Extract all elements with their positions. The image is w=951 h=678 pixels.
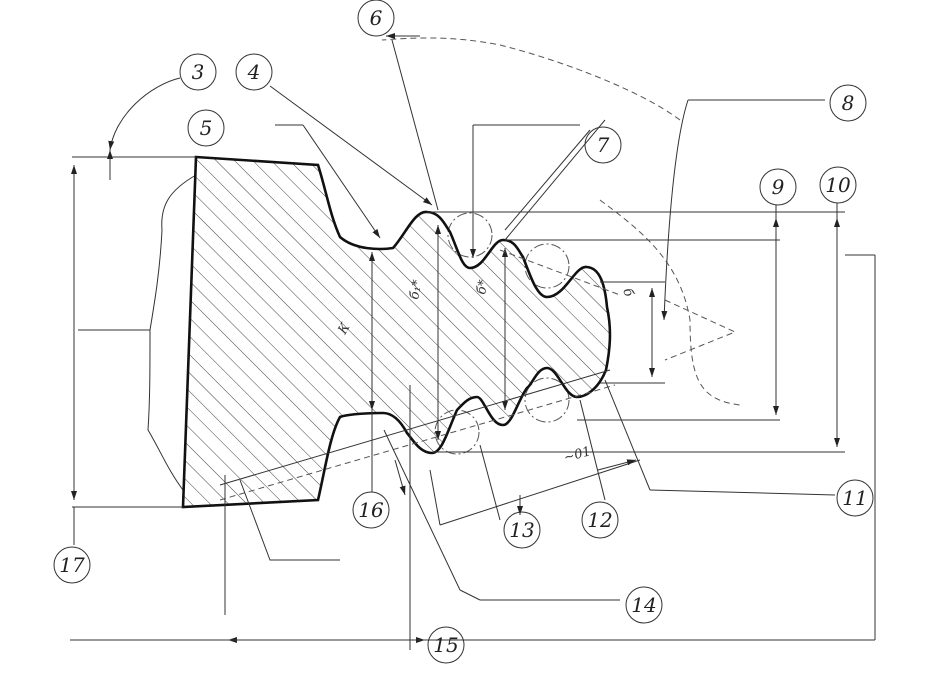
callout-circle	[427, 626, 465, 664]
callout-4: 4	[235, 53, 273, 91]
dimension-lines	[70, 33, 876, 650]
callout-number: 10	[825, 173, 851, 197]
callout-11: 11	[836, 479, 874, 517]
callout-number: 15	[433, 633, 458, 657]
callout-13: 13	[503, 511, 541, 549]
callout-number: 16	[358, 498, 384, 522]
callout-circle	[581, 501, 619, 539]
callout-10: 10	[819, 166, 857, 204]
callout-number: 6	[370, 6, 383, 30]
callout-circle	[352, 491, 390, 529]
callout-circle	[836, 479, 874, 517]
callout-8: 8	[829, 84, 867, 122]
dimension-marks: б₁* б* б К ~01	[335, 278, 636, 466]
callout-number: 9	[772, 175, 785, 199]
callout-number: 8	[842, 91, 855, 115]
callouts: 3 4 5 6 7 8 9 10 11 12 13 14 15 16 17	[53, 0, 874, 664]
callout-14: 14	[625, 586, 663, 624]
callout-number: 17	[59, 553, 85, 577]
mark-b: б*	[474, 278, 491, 295]
callout-circle	[625, 586, 663, 624]
callout-7: 7	[584, 126, 622, 164]
callout-circle	[503, 511, 541, 549]
callout-circle	[759, 168, 797, 206]
callout-circle	[357, 0, 395, 37]
callout-5: 5	[187, 109, 225, 147]
callout-17: 17	[53, 546, 91, 584]
callout-circle	[235, 53, 273, 91]
callout-12: 12	[581, 501, 619, 539]
callout-number: 14	[631, 593, 656, 617]
callout-number: 12	[587, 508, 612, 532]
callout-circle	[53, 546, 91, 584]
callout-circle	[179, 53, 217, 91]
callout-circle	[829, 84, 867, 122]
callout-15: 15	[427, 626, 465, 664]
callout-circle	[187, 109, 225, 147]
callout-number: 3	[192, 60, 205, 84]
callout-6: 6	[357, 0, 395, 37]
mark-b-right: б	[619, 286, 636, 299]
callout-3: 3	[179, 53, 217, 91]
part-profile	[181, 155, 612, 509]
callout-number: 5	[200, 116, 213, 140]
callout-number: 7	[597, 133, 610, 157]
callout-circle	[584, 126, 622, 164]
mark-01: ~01	[562, 444, 592, 466]
callout-16: 16	[352, 491, 390, 529]
callout-number: 11	[842, 486, 867, 510]
callout-9: 9	[759, 168, 797, 206]
mark-b1: б₁*	[407, 278, 425, 300]
callout-circle	[819, 166, 857, 204]
callout-number: 13	[509, 518, 534, 542]
callout-number: 4	[247, 60, 261, 84]
